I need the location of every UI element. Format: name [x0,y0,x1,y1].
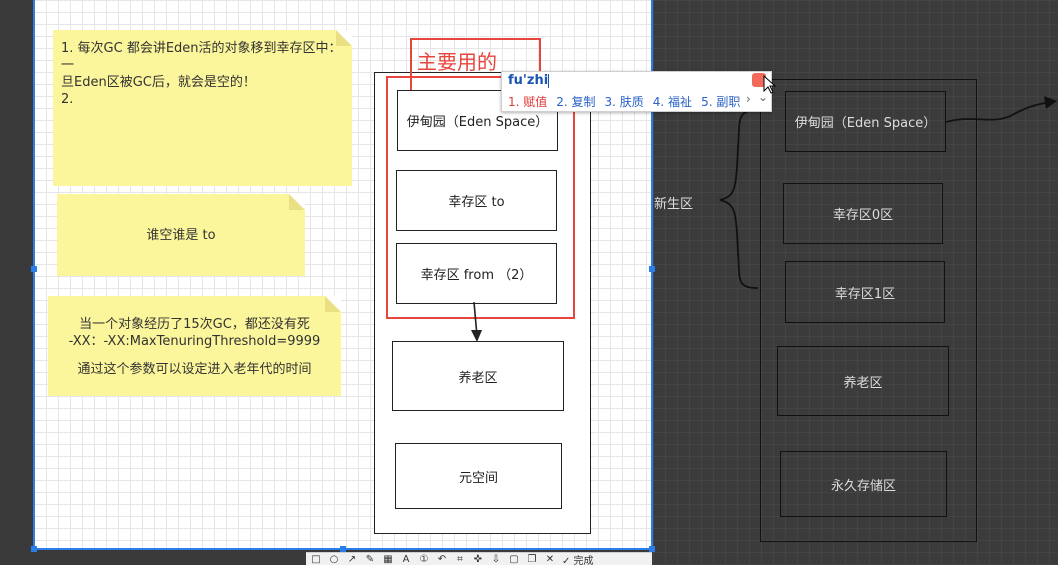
dark-survivor1-box[interactable]: 幸存区1区 [785,261,945,323]
note-line: 1. 每次GC 都会讲Eden活的对象移到幸存区中：一 [61,41,342,73]
note-text: 谁空谁是 to [146,227,216,243]
ime-candidate[interactable]: 4. 福祉 [652,95,693,109]
sticky-note-gc[interactable]: 1. 每次GC 都会讲Eden活的对象移到幸存区中：一 旦Eden区被GC后，就… [53,30,352,186]
crop-icon[interactable]: ⌗ [457,553,463,565]
arrow-down-icon [471,301,482,342]
annotation-box[interactable]: 主要用的 [410,38,541,103]
arrow-tool-icon[interactable]: ↗ [347,553,357,565]
ime-candidate[interactable]: 1. 赋值 [508,95,548,109]
ime-expand-icon[interactable]: ⌄ [758,90,769,104]
note-line: 当一个对象经历了15次GC，都还没有死 [79,317,310,332]
resize-handle-bottom[interactable] [340,546,346,552]
pin-icon[interactable]: ✜ [473,553,483,565]
resize-handle-right[interactable] [649,266,655,272]
annotation-label: 主要用的 [417,50,497,74]
metaspace-box[interactable]: 元空间 [395,443,562,509]
resize-handle-bottom-right[interactable] [649,546,655,552]
dark-eden-box[interactable]: 伊甸园（Eden Space） [785,91,946,152]
ime-candidate[interactable]: 5. 副职 [701,95,741,109]
dark-survivor0-box[interactable]: 幸存区0区 [783,183,943,244]
ime-candidate[interactable]: 3. 肤质 [604,95,644,109]
selection-edge-left [33,0,35,550]
undo-icon[interactable]: ↶ [437,553,447,565]
sticky-note-to[interactable]: 谁空谁是 to [57,194,305,276]
dark-heap-container[interactable] [760,79,977,542]
ime-candidate-popup[interactable]: fu'zhi 1. 赋值 2. 复制 3. 肤质 4. 福祉 5. 副职 ‹ › ⌄ [501,71,772,112]
note-line: 通过这个参数可以设定进入老年代的时间 [77,362,312,377]
save-icon[interactable]: ▢ [509,553,519,565]
cancel-icon[interactable]: ✕ [545,553,555,565]
curved-arrow-icon [945,96,1057,123]
text-cursor [548,74,549,88]
copy-icon[interactable]: ❐ [527,553,537,565]
rectangle-tool-icon[interactable]: □ [311,553,321,565]
dark-old-gen-box[interactable]: 养老区 [777,346,949,416]
ime-prev-icon[interactable]: ‹ [736,92,741,106]
resize-handle-left[interactable] [31,266,37,272]
ime-candidate-list: 1. 赋值 2. 复制 3. 肤质 4. 福祉 5. 副职 [508,93,749,110]
note-fold [325,296,341,312]
young-gen-label: 新生区 [654,197,694,212]
ime-logo-icon [752,73,766,87]
eden-space-box[interactable]: 伊甸园（Eden Space） [397,90,558,151]
note-fold [289,194,305,210]
ime-candidate[interactable]: 2. 复制 [556,95,596,109]
background-left [0,0,33,565]
note-line: 旦Eden区被GC后，就会是空的！ [61,75,256,90]
young-gen-highlight[interactable] [386,76,575,319]
text-tool-icon[interactable]: A [402,553,410,565]
ellipse-tool-icon[interactable]: ○ [329,553,339,565]
sticky-note-threshold[interactable]: 当一个对象经历了15次GC，都还没有死 -XX：-XX:MaxTenuringT… [48,296,341,396]
selection-edge-right [651,0,653,550]
ime-input-text: fu'zhi [508,73,549,88]
number-tool-icon[interactable]: ① [419,553,429,565]
ime-next-icon[interactable]: › [746,92,751,106]
survivor-to-box[interactable]: 幸存区 to [396,170,557,231]
curly-brace-icon [719,109,759,289]
dark-perm-box[interactable]: 永久存储区 [780,451,947,517]
old-gen-box[interactable]: 养老区 [392,341,564,411]
note-fold [336,30,352,46]
note-line: 2. [61,92,74,107]
finish-button[interactable]: ✓ 完成 [562,555,594,565]
screenshot-toolbar: □ ○ ↗ ✎ ▦ A ① ↶ ⌗ ✜ ⇩ ▢ ❐ ✕ ✓ 完成 [306,552,652,565]
mouse-cursor-icon [763,75,777,94]
survivor-from-box[interactable]: 幸存区 from （2） [396,243,557,304]
pen-tool-icon[interactable]: ✎ [365,553,375,565]
download-icon[interactable]: ⇩ [491,553,501,565]
resize-handle-bottom-left[interactable] [31,546,37,552]
note-line: -XX：-XX:MaxTenuringThreshold=9999 [68,334,321,349]
mosaic-tool-icon[interactable]: ▦ [383,553,393,565]
